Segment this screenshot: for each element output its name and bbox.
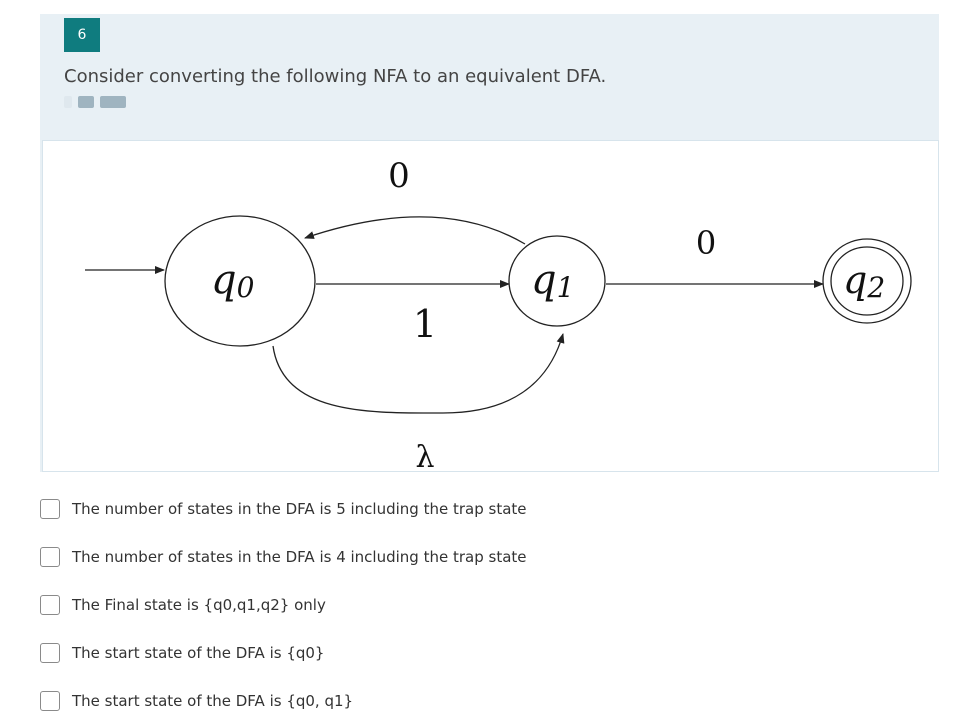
edge-label-q0-q1: 1 bbox=[413, 302, 437, 346]
option-5-label: The start state of the DFA is {q0, q1} bbox=[72, 692, 354, 710]
option-3-label: The Final state is {q0,q1,q2} only bbox=[72, 596, 326, 614]
state-q0 bbox=[164, 215, 316, 347]
option-4-checkbox[interactable] bbox=[40, 643, 60, 663]
transition-q0-q1-lambda bbox=[272, 333, 565, 414]
option-2-label: The number of states in the DFA is 4 inc… bbox=[72, 548, 527, 566]
state-q2-inner bbox=[830, 246, 904, 316]
state-q1 bbox=[508, 235, 606, 327]
edge-label-lambda: λ bbox=[415, 440, 434, 471]
option-5[interactable]: The start state of the DFA is {q0, q1} bbox=[40, 687, 353, 715]
state-q1-label: q1 bbox=[531, 257, 574, 304]
nfa-diagram: q0 q1 q2 0 1 λ 0 bbox=[42, 140, 939, 472]
option-3[interactable]: The Final state is {q0,q1,q2} only bbox=[40, 591, 326, 619]
edge-label-q1-q0: 0 bbox=[388, 156, 410, 196]
option-4[interactable]: The start state of the DFA is {q0} bbox=[40, 639, 324, 667]
transition-q1-q0 bbox=[304, 216, 526, 245]
option-2-checkbox[interactable] bbox=[40, 547, 60, 567]
edge-label-q1-q2: 0 bbox=[696, 224, 716, 262]
question-text: Consider converting the following NFA to… bbox=[64, 66, 607, 87]
option-1-checkbox[interactable] bbox=[40, 499, 60, 519]
option-4-label: The start state of the DFA is {q0} bbox=[72, 644, 325, 662]
question-panel: 6 Consider converting the following NFA … bbox=[40, 14, 939, 472]
option-3-checkbox[interactable] bbox=[40, 595, 60, 615]
question-number-badge: 6 bbox=[64, 18, 100, 52]
option-1-label: The number of states in the DFA is 5 inc… bbox=[72, 500, 527, 518]
option-1[interactable]: The number of states in the DFA is 5 inc… bbox=[40, 495, 527, 523]
state-q2-label: q2 bbox=[843, 258, 885, 304]
question-points-indicator bbox=[64, 96, 126, 108]
state-q0-label: q0 bbox=[211, 257, 254, 304]
option-5-checkbox[interactable] bbox=[40, 691, 60, 711]
nfa-diagram-svg: q0 q1 q2 0 1 λ 0 bbox=[85, 156, 912, 471]
option-2[interactable]: The number of states in the DFA is 4 inc… bbox=[40, 543, 527, 571]
